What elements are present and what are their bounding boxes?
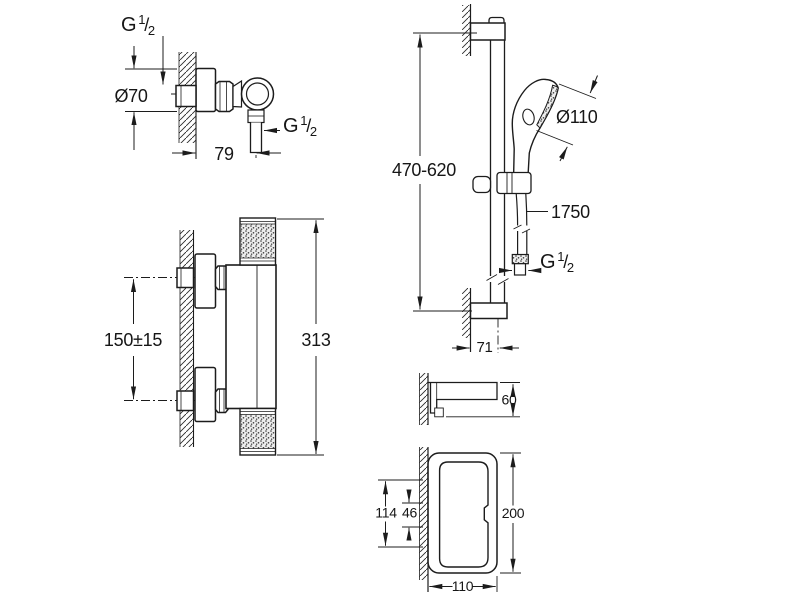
escutcheon-top [194, 253, 217, 309]
rail-bar [489, 40, 506, 303]
dim-bracket-offset: 71 [476, 339, 492, 356]
handle-bottom [239, 407, 277, 456]
slider-holder [496, 171, 532, 195]
mixer-side-view: 150±15 313 [104, 217, 331, 456]
union-top [176, 267, 195, 289]
spray-selector [522, 108, 535, 126]
shower-hose [511, 193, 531, 276]
hose-thread-end [513, 263, 527, 276]
wall-hatch [419, 447, 428, 580]
handle-top [239, 217, 277, 266]
hex-nut-bottom [214, 388, 229, 414]
dim-bar-range: 470-620 [392, 160, 456, 180]
dim-wall-to-outlet: 79 [214, 144, 234, 164]
rail-bracket-bottom [469, 302, 508, 320]
hex-nut [214, 80, 234, 113]
shelf-profile [428, 381, 498, 414]
dim-tray-length: 200 [502, 505, 525, 521]
slider-knob [472, 175, 492, 194]
wall-hatch-top [462, 5, 471, 56]
dim-shelf-depth: 60 [502, 392, 517, 408]
dim-tray-span-inner: 46 [402, 505, 417, 521]
dim-connection-spacing: 150±15 [104, 330, 162, 350]
dim-hose-length: 1750 [551, 202, 590, 222]
rail-end-cap [488, 16, 505, 23]
wall-hatch [419, 373, 428, 425]
rail-bracket-top [469, 22, 506, 41]
union-bottom [176, 390, 195, 412]
dim-overall-height: 313 [301, 330, 330, 350]
rail-break-marks [486, 274, 509, 285]
wall-hatch-bottom [462, 288, 471, 338]
dim-tray-span-outer: 114 [375, 505, 397, 521]
outlet-pipe [249, 122, 263, 154]
hose-break-marks [513, 224, 531, 234]
wall-flange [195, 67, 217, 113]
dim-tray-width: 110 [452, 578, 474, 594]
shelf-hook [434, 407, 444, 418]
dim-flange-diameter: Ø70 [114, 86, 147, 106]
tray-basin [438, 461, 489, 568]
spray-face [536, 84, 559, 129]
escutcheon-bottom [194, 366, 217, 423]
mixer-body [225, 264, 277, 410]
hose-nut [511, 253, 529, 265]
tray-top-view: 200 110 114 46 [375, 447, 525, 594]
shelf-side-view: 60 [419, 373, 520, 425]
dim-spray-diameter: Ø110 [556, 107, 598, 127]
hand-shower [511, 78, 559, 177]
wall-hatch [180, 230, 194, 447]
valve-neck [232, 79, 243, 108]
inlet-nipple [175, 84, 197, 108]
